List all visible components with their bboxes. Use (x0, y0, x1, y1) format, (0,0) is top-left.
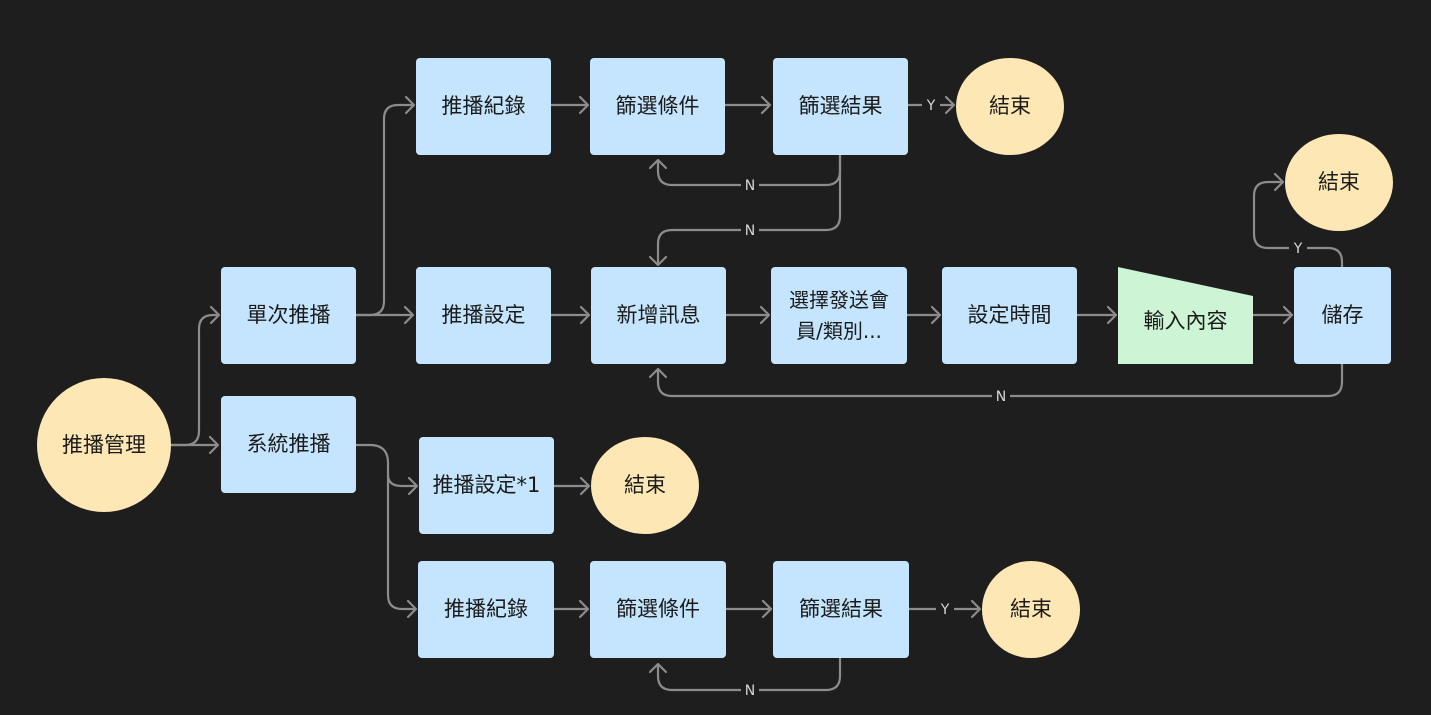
filter-condition-node-bottom: 篩選條件 (590, 561, 726, 658)
edge-filter-to-result-bottom-arrowhead (761, 599, 773, 619)
set-time-node: 設定時間 (942, 267, 1077, 364)
select-member-node: 選擇發送會 員/類別... (771, 267, 907, 364)
edge-label-bg-y_save (1289, 239, 1307, 257)
edge-record-to-filter-top-arrowhead (578, 95, 590, 115)
edge-system-to-setting1-arrowhead (407, 476, 419, 496)
edge-setting1-to-end-arrowhead (579, 476, 591, 496)
edge-mgmt-to-system-arrowhead (208, 435, 220, 455)
edge-label-bg-n3 (741, 681, 759, 699)
edge-setting-to-add-arrowhead (579, 305, 591, 325)
edge-label-bg-y1 (922, 96, 940, 114)
add-message-node: 新增訊息 (591, 267, 726, 364)
edge-time-to-input-arrowhead (1106, 305, 1118, 325)
edge-save-to-add-n-arrowhead (648, 367, 668, 379)
edge-label-y3: Y (940, 602, 950, 618)
edge-label-bg-y3 (936, 600, 954, 618)
edge-single-to-record-arrowhead (404, 95, 416, 115)
edge-save-to-end-y-arrowhead (1273, 172, 1285, 192)
edge-system-to-setting1 (386, 474, 417, 488)
edge-mgmt-to-single (171, 313, 219, 447)
edge-select-to-time-arrowhead (930, 305, 942, 325)
system-push-node: 系統推播 (221, 396, 356, 493)
push-management-node: 推播管理 (37, 378, 171, 512)
save-node: 儲存 (1294, 267, 1391, 364)
push-setting-1-node: 推播設定*1 (419, 437, 554, 534)
edge-label-y1: Y (926, 98, 936, 114)
edge-result-loop-n1-arrowhead (648, 158, 668, 170)
filter-result-node-top: 篩選結果 (773, 58, 908, 155)
input-content-shape (1118, 267, 1253, 364)
input-content-node: 輸入內容 (1143, 308, 1228, 333)
filter-condition-node-top: 篩選條件 (590, 58, 725, 155)
edge-system-branch (356, 443, 416, 611)
edge-result-to-end-bottom-arrowhead (970, 599, 982, 619)
edge-system-branch-arrowhead (406, 599, 418, 619)
edge-label-n3: N (745, 683, 755, 699)
edge-single-to-setting-arrowhead (403, 305, 415, 325)
edge-input-to-save-arrowhead (1282, 305, 1294, 325)
edge-save-to-end-y (1252, 180, 1344, 267)
end-node-save: 結束 (1285, 134, 1393, 231)
edge-add-to-select-arrowhead (759, 305, 771, 325)
edge-label-n1: N (745, 178, 755, 194)
edge-result-to-add-n2 (656, 155, 842, 265)
edge-result-loop-n3-arrowhead (648, 662, 668, 674)
end-node-bottom: 結束 (982, 561, 1080, 658)
end-node-middle: 結束 (591, 437, 699, 534)
edge-label-bg-n1 (741, 176, 759, 194)
edge-mgmt-to-single-arrowhead (209, 305, 221, 325)
edge-single-to-record (356, 103, 414, 317)
edge-label-bg-n_save (992, 387, 1010, 405)
edge-filter-to-result-top-arrowhead (760, 95, 772, 115)
edge-label-n_save: N (996, 389, 1006, 405)
end-node-top: 結束 (956, 58, 1064, 155)
edge-label-y_save: Y (1293, 241, 1303, 257)
single-push-node: 單次推播 (221, 267, 356, 364)
push-setting-node: 推播設定 (416, 267, 551, 364)
push-record-node-bottom: 推播紀錄 (418, 561, 554, 658)
edge-result-to-add-n2-arrowhead (648, 255, 668, 267)
edge-label-n2: N (745, 223, 755, 239)
edge-record-to-filter-bottom-arrowhead (578, 599, 590, 619)
edge-label-bg-n2 (741, 221, 759, 239)
filter-result-node-bottom: 篩選結果 (773, 561, 909, 658)
push-record-node-top: 推播紀錄 (416, 58, 551, 155)
edge-result-to-end-top-arrowhead (944, 95, 956, 115)
